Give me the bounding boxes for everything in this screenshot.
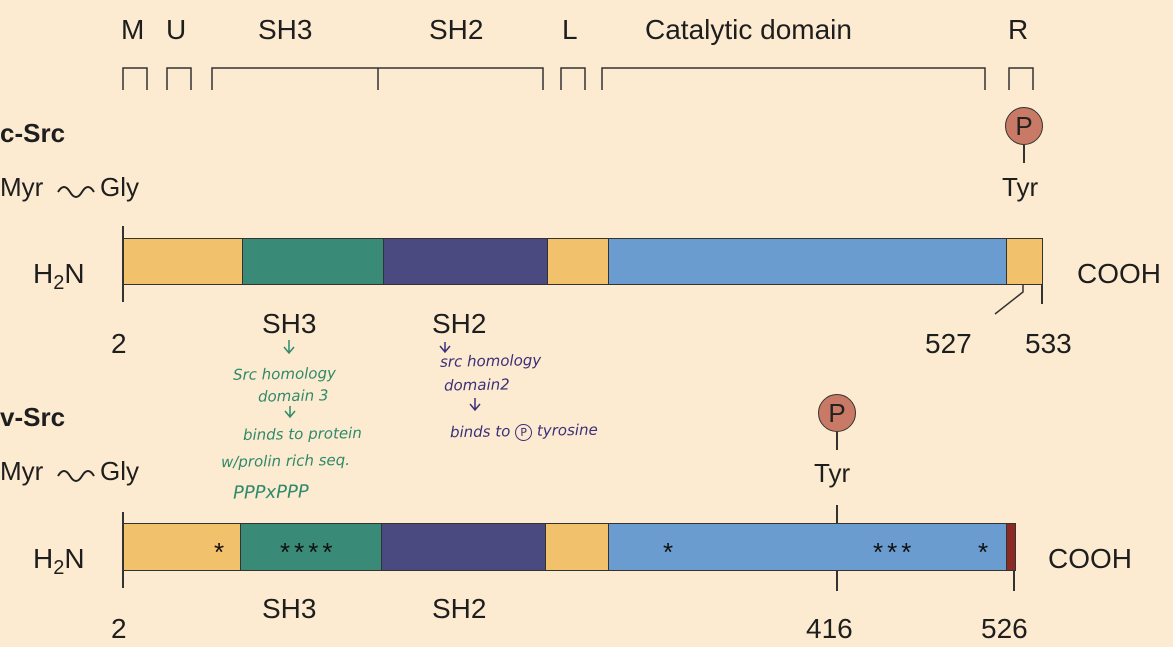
- v-src-star-cat1: *: [663, 537, 678, 567]
- v-src-cterm: COOH: [1048, 543, 1132, 574]
- c-src-below-sh3: SH3: [262, 308, 317, 339]
- v-src-below-sh2: SH2: [432, 593, 487, 624]
- v-src-protein-bar: [123, 523, 1016, 571]
- v-src-segment-sh2: [381, 524, 545, 570]
- c-src-gly-label: Gly: [100, 172, 139, 202]
- v-src-end-tick: [1013, 571, 1015, 591]
- c-src-below-sh2: SH2: [432, 308, 487, 339]
- domain-label-sh2: SH2: [429, 14, 484, 45]
- domain-label-catalytic: Catalytic domain: [645, 14, 852, 45]
- note-sh2-line2: domain2: [443, 375, 510, 395]
- c-src-segment-mu: [124, 239, 242, 284]
- domain-label-r: R: [1008, 14, 1029, 45]
- v-src-tyr-tick-bottom: [836, 571, 838, 591]
- v-src-pos-526: 526: [981, 613, 1028, 644]
- v-src-segment-l: [545, 524, 608, 570]
- v-src-nterm: H2N: [33, 543, 85, 579]
- c-src-phospho-circle: P: [1005, 107, 1043, 145]
- c-src-phospho-stem: [1023, 145, 1025, 163]
- note-sh3-line3: binds to protein: [242, 423, 362, 445]
- c-src-pos-start: 2: [111, 328, 127, 359]
- v-src-phospho-stem: [836, 432, 838, 450]
- domain-label-u: U: [166, 14, 187, 45]
- domain-brackets: [122, 67, 1034, 90]
- c-src-start-tick: [122, 226, 124, 302]
- v-src-pos-416: 416: [806, 613, 853, 644]
- v-src-start-tick: [122, 512, 124, 588]
- note-sh3-line1: Src homology: [232, 364, 337, 384]
- v-src-pos-start: 2: [111, 613, 127, 644]
- v-src-stars-cat2: ***: [873, 537, 916, 567]
- v-src-stars-sh3: ****: [280, 537, 337, 567]
- note-sh3-line4: w/prolin rich seq.: [220, 450, 351, 472]
- v-src-star-cat3: *: [978, 537, 993, 567]
- c-src-segment-sh2: [383, 239, 547, 284]
- domain-label-l: L: [562, 14, 578, 45]
- c-src-myristoylation: Myr: [0, 172, 43, 203]
- note-sh3-line2: domain 3: [257, 386, 329, 406]
- v-src-segment-sh3: [240, 524, 381, 570]
- c-src-end-tick: [1041, 284, 1043, 304]
- note-sh3-line5: PPPxPPP: [232, 481, 309, 504]
- c-src-protein-bar: [123, 238, 1043, 285]
- v-src-segment-tail: [1006, 524, 1015, 570]
- c-src-527-pointer: [994, 284, 1024, 315]
- v-src-myr-wave: [57, 470, 95, 482]
- c-src-myr-label: Myr: [0, 172, 44, 202]
- v-src-title: v-Src: [0, 402, 66, 432]
- c-src-pos-533: 533: [1025, 328, 1072, 359]
- v-src-gly-label: Gly: [100, 456, 139, 486]
- c-src-cterm: COOH: [1077, 258, 1161, 289]
- domain-label-m: M: [121, 14, 145, 45]
- v-src-phospho-label: P: [828, 398, 846, 428]
- note-sh2-p-circle: P: [515, 423, 533, 442]
- c-src-segment-catalytic: [608, 239, 1006, 284]
- c-src-pos-527: 527: [925, 328, 972, 359]
- v-src-star-mu: *: [214, 537, 229, 567]
- note-sh2-line1: src homology: [439, 351, 542, 371]
- c-src-nterm: H2N: [33, 258, 85, 294]
- note-sh2-line3: binds to P tyrosine: [449, 420, 598, 442]
- v-src-segment-catalytic: [608, 524, 1006, 570]
- v-src-segment-mu: [124, 524, 240, 570]
- c-src-segment-sh3: [242, 239, 383, 284]
- v-src-phospho-circle: P: [818, 394, 856, 432]
- v-src-tyr-tick-top: [836, 505, 838, 523]
- v-src-tyr-label: Tyr: [814, 458, 851, 488]
- c-src-segment-l: [547, 239, 608, 284]
- c-src-segment-r: [1006, 239, 1042, 284]
- c-src-myr-wave: [57, 186, 95, 198]
- domain-label-sh3: SH3: [258, 14, 313, 45]
- c-src-title: c-Src: [0, 118, 66, 148]
- v-src-below-sh3: SH3: [262, 593, 317, 624]
- c-src-tyr-label: Tyr: [1002, 172, 1039, 202]
- c-src-phospho-label: P: [1015, 111, 1033, 141]
- v-src-myr-label: Myr: [0, 456, 44, 486]
